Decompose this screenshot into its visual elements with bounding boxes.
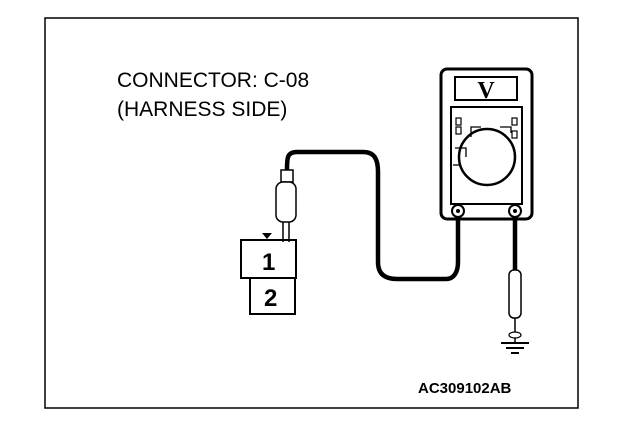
figure-code: AC309102AB	[418, 380, 512, 397]
meter-unit-label: V	[477, 78, 495, 104]
probe-icon	[275, 149, 461, 282]
connector-lock-mark	[262, 233, 272, 239]
pin-1-label: 1	[262, 249, 275, 276]
connector-icon: 1 2	[240, 233, 297, 315]
ground-lead	[508, 217, 522, 343]
connector-title: CONNECTOR: C-08	[117, 69, 309, 92]
diagram-frame	[44, 17, 579, 409]
ground-symbol-icon	[501, 331, 529, 354]
connector-cavity-2	[249, 277, 296, 315]
voltmeter-icon: V	[439, 67, 534, 221]
harness-side-label: (HARNESS SIDE)	[117, 98, 287, 121]
meter-dial	[457, 127, 517, 187]
pin-2-label: 2	[264, 285, 277, 312]
meter-display	[454, 76, 518, 101]
